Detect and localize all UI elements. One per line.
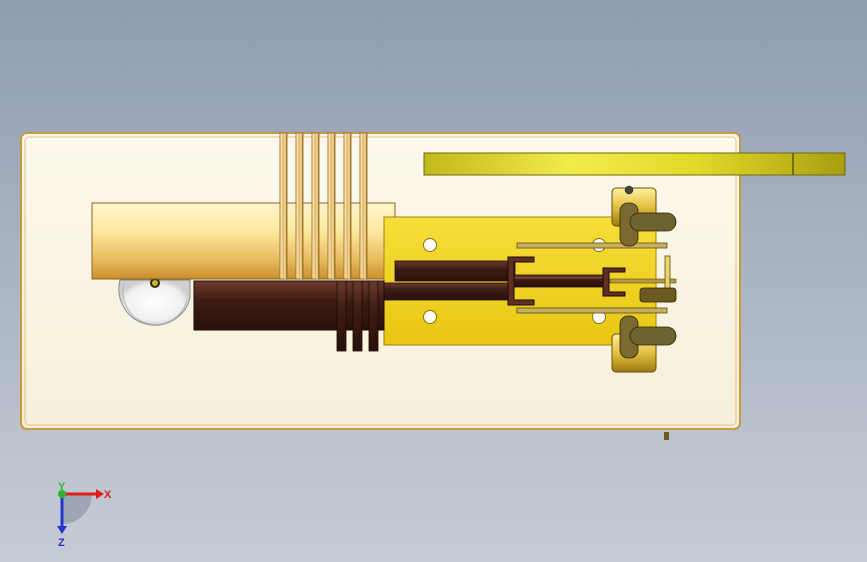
flywheel[interactable] bbox=[118, 278, 191, 326]
side-bar[interactable] bbox=[423, 152, 846, 176]
connecting-rod-upper[interactable] bbox=[516, 242, 668, 249]
cooling-fins[interactable] bbox=[279, 132, 368, 280]
z-axis-arrow bbox=[57, 526, 67, 534]
orientation-triad: X Y Z bbox=[57, 481, 112, 549]
power-piston-cylinder[interactable] bbox=[193, 260, 516, 352]
crank-rod[interactable] bbox=[609, 255, 677, 303]
bearing-block-upper[interactable] bbox=[611, 185, 677, 247]
x-axis-label: X bbox=[104, 489, 112, 501]
piston-rod[interactable] bbox=[513, 274, 610, 288]
x-axis-arrow bbox=[96, 489, 104, 499]
bearing-block-lower[interactable] bbox=[611, 315, 677, 373]
connecting-rod-lower[interactable] bbox=[516, 307, 668, 314]
pin[interactable] bbox=[664, 432, 669, 440]
y-axis-label: Y bbox=[58, 481, 66, 493]
triad-plane-shadow bbox=[62, 494, 92, 524]
y-axis-dot bbox=[58, 490, 66, 498]
piston-yoke[interactable] bbox=[507, 256, 626, 306]
z-axis-label: Z bbox=[58, 537, 65, 549]
